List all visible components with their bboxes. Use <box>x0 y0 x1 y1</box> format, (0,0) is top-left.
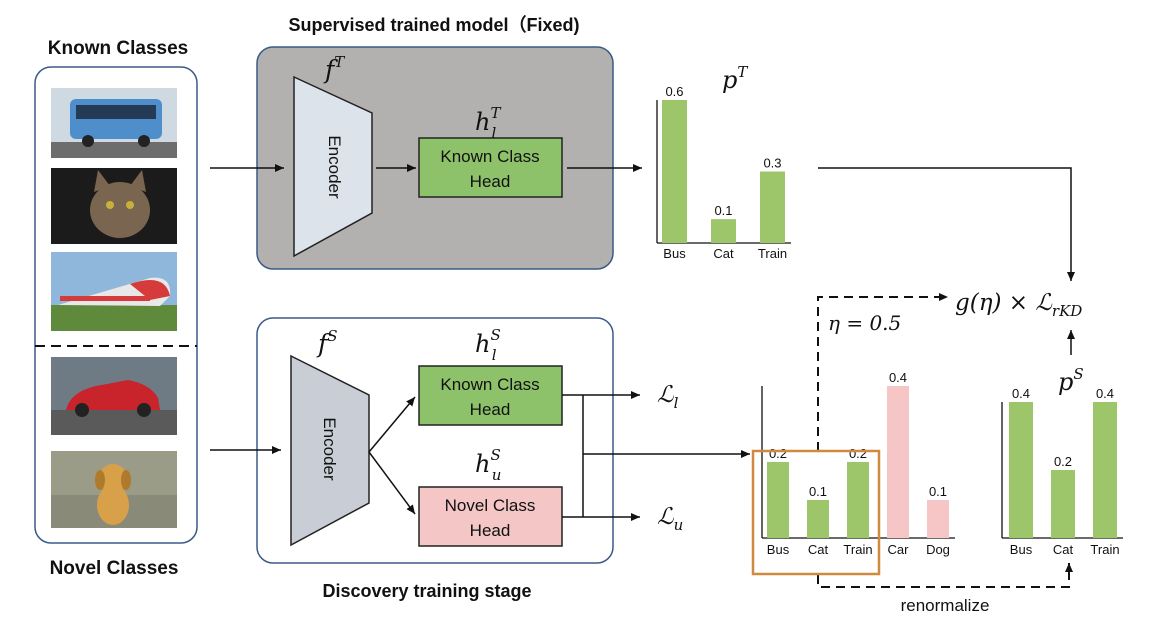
student-novel-class-head <box>418 486 563 547</box>
teacher-head-line2: Head <box>470 172 511 191</box>
student-novel-head-line1: Novel Class <box>445 496 536 515</box>
pT-category-label-cat: Cat <box>713 246 734 261</box>
eta-label: η = 0.5 <box>828 311 901 335</box>
pT-bar-cat <box>711 219 736 243</box>
student-bar-train <box>847 462 869 538</box>
pT-bar-bus <box>662 100 687 243</box>
dog-icon <box>95 464 131 525</box>
pT-value-label-bus: 0.6 <box>665 84 683 99</box>
teacher-known-class-head <box>418 137 563 198</box>
pS-category-label-cat: Cat <box>1053 542 1074 557</box>
dog-image <box>51 451 177 528</box>
rkd-loss-label: g(η) × ℒrKD <box>955 290 1082 320</box>
pS-symbol: pS <box>1058 365 1084 396</box>
student-category-label-train: Train <box>843 542 872 557</box>
student-novel-head-line2: Head <box>470 521 511 540</box>
student-category-label-cat: Cat <box>808 542 829 557</box>
pS-bar-train <box>1093 402 1117 538</box>
student-value-label-train: 0.2 <box>849 446 867 461</box>
student-encoder-to-known-head-arrow <box>368 396 416 453</box>
cat-icon <box>90 170 150 238</box>
train-icon <box>58 277 171 306</box>
student-known-class-head <box>418 365 563 426</box>
pT-category-label-train: Train <box>758 246 787 261</box>
pS-bar-bus <box>1009 402 1033 538</box>
known-classes-title: Known Classes <box>48 38 188 59</box>
teacher-title: Supervised trained model（Fixed) <box>288 15 579 35</box>
renormalize-label: renormalize <box>901 596 990 615</box>
pS-category-label-bus: Bus <box>1010 542 1033 557</box>
known-classes-highlight-box <box>751 449 881 576</box>
student-title: Discovery training stage <box>322 581 531 601</box>
student-value-label-cat: 0.1 <box>809 484 827 499</box>
student-bar-dog <box>927 500 949 538</box>
pS-bar-cat <box>1051 470 1075 538</box>
renormalize-dashed-arrow <box>817 563 1073 588</box>
student-known-head-line2: Head <box>470 400 511 419</box>
pS-value-label-cat: 0.2 <box>1054 454 1072 469</box>
student-model-symbol: fS <box>316 327 338 358</box>
student-encoder-label: Encoder <box>320 417 339 481</box>
student-value-label-dog: 0.1 <box>929 484 947 499</box>
student-category-label-bus: Bus <box>767 542 790 557</box>
pT-category-label-bus: Bus <box>663 246 686 261</box>
teacher-encoder <box>293 75 373 258</box>
teacher-head-line1: Known Class <box>440 147 539 166</box>
train-image <box>51 252 177 331</box>
teacher-encoder-label: Encoder <box>325 135 344 199</box>
bus-image <box>51 88 177 158</box>
pT-value-label-train: 0.3 <box>763 156 781 171</box>
student-encoder-to-novel-head-arrow <box>368 451 416 515</box>
pS-category-label-train: Train <box>1090 542 1119 557</box>
cat-image <box>51 168 177 244</box>
car-icon <box>66 380 160 417</box>
car-image <box>51 357 177 435</box>
pT-bar-train <box>760 171 785 243</box>
student-bar-cat <box>807 500 829 538</box>
student-bar-bus <box>767 462 789 538</box>
student-encoder <box>290 354 370 547</box>
pT-to-rkd-arrow <box>818 167 1075 281</box>
known-loss-label: ℒl <box>657 382 679 412</box>
student-known-head-line1: Known Class <box>440 375 539 394</box>
bus-icon <box>70 99 162 147</box>
novel-loss-label: ℒu <box>657 504 683 534</box>
student-category-label-dog: Dog <box>926 542 950 557</box>
student-value-label-car: 0.4 <box>889 370 907 385</box>
student-category-label-car: Car <box>888 542 910 557</box>
pS-value-label-train: 0.4 <box>1096 386 1114 401</box>
student-bar-car <box>887 386 909 538</box>
eta-dashed-arrow <box>817 293 948 451</box>
pS-value-label-bus: 0.4 <box>1012 386 1030 401</box>
pT-symbol: pT <box>722 63 748 94</box>
pT-value-label-cat: 0.1 <box>714 203 732 218</box>
novel-classes-title: Novel Classes <box>50 558 179 579</box>
teacher-model-symbol: fT <box>323 53 345 84</box>
student-value-label-bus: 0.2 <box>769 446 787 461</box>
